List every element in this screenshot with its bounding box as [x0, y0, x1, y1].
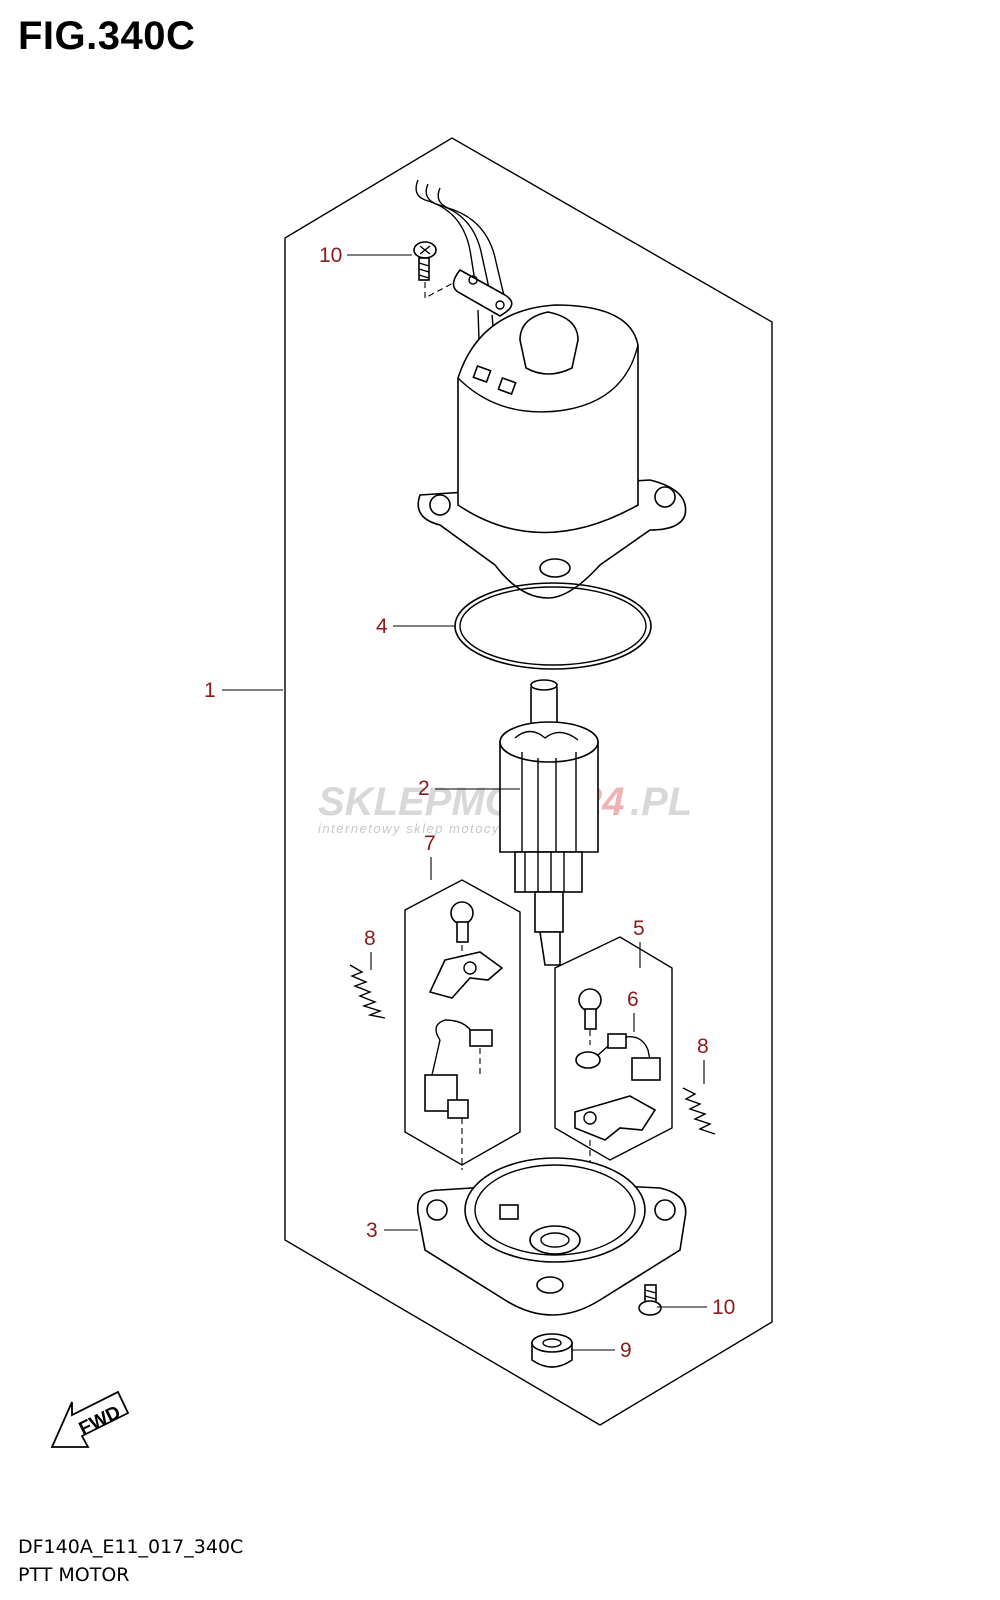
callout-2: 2 [418, 777, 520, 800]
spring-8-left [349, 964, 386, 1019]
callout-10-top: 10 [319, 244, 412, 267]
callout-text-4: 4 [376, 615, 388, 638]
spring-8-right [682, 1087, 716, 1135]
callout-4: 4 [376, 615, 455, 638]
callout-text-10-bottom: 10 [712, 1296, 735, 1319]
motor-housing [415, 179, 687, 599]
figure-code: DF140A_E11_017_340C [18, 1536, 244, 1558]
callout-text-10-top: 10 [319, 244, 342, 267]
callout-text-7: 7 [424, 832, 436, 855]
callout-3: 3 [366, 1219, 418, 1242]
brush-group-5 [554, 936, 673, 1200]
watermark-text-c: .PL [630, 780, 692, 824]
callout-text-2: 2 [418, 777, 430, 800]
screw-10-top [413, 241, 456, 299]
figure-title: FIG.340C [18, 14, 196, 58]
callout-text-9: 9 [620, 1339, 632, 1362]
screw-10-bottom [638, 1284, 662, 1316]
callout-text-3: 3 [366, 1219, 378, 1242]
callout-text-6: 6 [627, 988, 639, 1011]
armature [499, 679, 599, 966]
figure-name: PTT MOTOR [18, 1564, 130, 1586]
callout-8-left: 8 [364, 927, 376, 970]
brush-group-7 [404, 879, 521, 1166]
callout-5: 5 [633, 917, 645, 968]
end-frame [416, 1118, 687, 1316]
callout-9: 9 [572, 1339, 632, 1362]
callout-text-8-left: 8 [364, 927, 376, 950]
assembly-outline [284, 137, 773, 1426]
callout-1: 1 [204, 679, 283, 702]
fwd-arrow-icon: FWD [50, 1390, 130, 1448]
callout-6: 6 [627, 988, 639, 1032]
callout-7: 7 [424, 832, 436, 880]
callout-8-right: 8 [697, 1035, 709, 1084]
washer-9 [531, 1333, 573, 1368]
callout-text-1: 1 [204, 679, 216, 702]
callout-text-8-right: 8 [697, 1035, 709, 1058]
watermark-subtext: internetowy sklep motocyklowy [318, 821, 540, 836]
callout-text-5: 5 [633, 917, 645, 940]
callout-10-bottom: 10 [657, 1296, 735, 1319]
